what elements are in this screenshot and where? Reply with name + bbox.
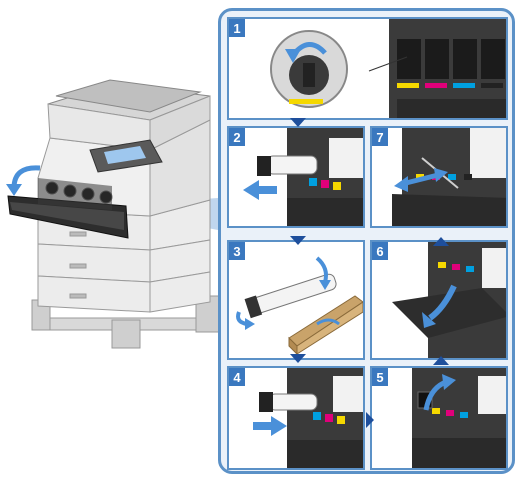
step-2-illustration	[243, 128, 363, 226]
step-number: 7	[372, 128, 388, 146]
step-number: 3	[229, 242, 245, 260]
step-panel-1: 1	[227, 17, 508, 120]
step-number: 1	[229, 19, 245, 37]
pull-arrow-icon	[243, 180, 277, 200]
step-number: 5	[372, 368, 388, 386]
toner-cartridge-icon	[244, 273, 337, 319]
step-panel-6: 6	[370, 240, 508, 360]
toner-cartridge-icon	[259, 392, 318, 412]
front-door	[392, 288, 506, 338]
close-door-arrow-icon	[428, 284, 457, 321]
shake-arrow-icon	[315, 256, 328, 283]
step-panel-2: 2	[227, 126, 365, 228]
toner-cartridge-icon	[257, 155, 318, 176]
step-panel-7: 7	[370, 126, 508, 228]
step-panel-5: 5	[370, 366, 508, 470]
toner-box-icon	[288, 295, 363, 356]
step-number: 4	[229, 368, 245, 386]
push-arrow-icon	[253, 416, 287, 436]
step-1-illustration	[270, 19, 506, 118]
step-3-illustration	[236, 256, 363, 356]
step-6-illustration	[392, 242, 506, 358]
step-4-illustration	[253, 368, 363, 468]
step-panel-3: 3	[227, 240, 365, 360]
step-number: 6	[372, 242, 388, 260]
step-7-illustration	[392, 128, 506, 226]
step-5-illustration	[412, 368, 506, 468]
step-panel-4: 4	[227, 366, 365, 470]
step-number: 2	[229, 128, 245, 146]
